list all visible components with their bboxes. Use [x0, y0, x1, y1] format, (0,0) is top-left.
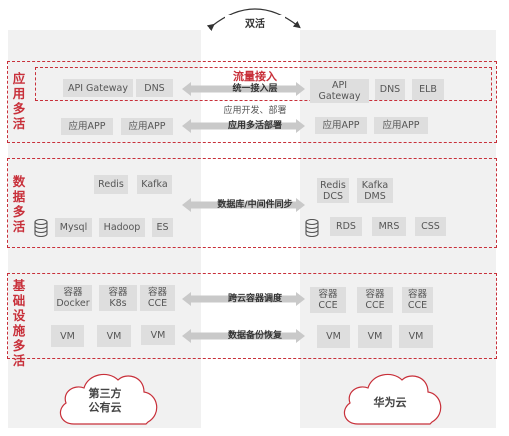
left-api-gateway: API Gateway	[63, 79, 133, 97]
unified-access-label: 统一接入层	[232, 84, 278, 94]
data-active-title: 数据多活	[12, 174, 26, 234]
traffic-arrow	[182, 82, 305, 96]
left-database-icon	[34, 219, 48, 237]
dev-deploy-note: 应用开发、部署	[223, 106, 287, 116]
right-mrs: MRS	[372, 217, 406, 236]
left-container-docker: 容器 Docker	[54, 285, 92, 311]
left-mysql: Mysql	[55, 218, 92, 237]
right-dns: DNS	[375, 79, 405, 100]
traffic-access-title: 流量接入	[233, 70, 277, 83]
left-container-cce: 容器 CCE	[140, 285, 175, 311]
left-redis: Redis	[94, 175, 128, 194]
left-dns: DNS	[136, 79, 173, 97]
backup-recovery-arrow	[182, 329, 305, 343]
right-vm-3: VM	[399, 325, 433, 348]
left-vm-3: VM	[141, 325, 175, 345]
container-scheduling-label: 跨云容器调度	[227, 294, 282, 304]
container-scheduling-arrow	[182, 292, 305, 306]
right-api-gateway: API Gateway	[310, 79, 369, 103]
right-container-cce-3: 容器 CCE	[402, 287, 433, 313]
left-hadoop: Hadoop	[99, 218, 145, 237]
left-vm-1: VM	[51, 325, 84, 347]
traffic-access-frame	[35, 67, 492, 101]
left-kafka: Kafka	[137, 175, 172, 194]
third-party-cloud-icon	[59, 373, 158, 425]
right-vm-1: VM	[317, 325, 350, 348]
left-app-1: 应用APP	[61, 118, 113, 135]
left-container-k8s: 容器 K8s	[99, 285, 137, 311]
data-sync-label: 数据库/中间件同步	[217, 200, 293, 210]
left-vm-2: VM	[97, 325, 131, 347]
active-active-label: 双活	[225, 15, 285, 30]
right-database-icon	[305, 219, 319, 237]
huawei-cloud-label: 华为云	[373, 396, 407, 409]
app-active-band	[7, 61, 497, 143]
right-vm-2: VM	[358, 325, 392, 348]
right-container-cce-1: 容器 CCE	[310, 287, 346, 313]
right-redis-dcs: Redis DCS	[317, 178, 349, 203]
right-app-2: 应用APP	[374, 117, 428, 134]
right-rds: RDS	[330, 217, 362, 236]
app-multi-deploy-label: 应用多活部署	[227, 121, 282, 131]
right-container-cce-2: 容器 CCE	[357, 287, 393, 313]
right-elb: ELB	[412, 79, 444, 100]
infra-active-title: 基础设施多活	[12, 278, 26, 368]
data-sync-arrow	[182, 198, 305, 212]
right-app-1: 应用APP	[315, 117, 367, 134]
third-party-cloud-label: 第三方 公有云	[88, 387, 122, 414]
active-active-arc	[206, 8, 301, 32]
data-active-band	[7, 158, 497, 248]
left-app-2: 应用APP	[121, 118, 173, 135]
right-css: CSS	[415, 217, 446, 236]
backup-recovery-label: 数据备份恢复	[227, 331, 282, 341]
right-kafka-dms: Kafka DMS	[357, 178, 393, 203]
infra-active-band	[7, 273, 497, 359]
deploy-arrow	[182, 119, 305, 133]
left-es: ES	[152, 218, 173, 237]
app-active-title: 应用多活	[12, 71, 26, 131]
huawei-cloud-icon	[343, 373, 442, 425]
